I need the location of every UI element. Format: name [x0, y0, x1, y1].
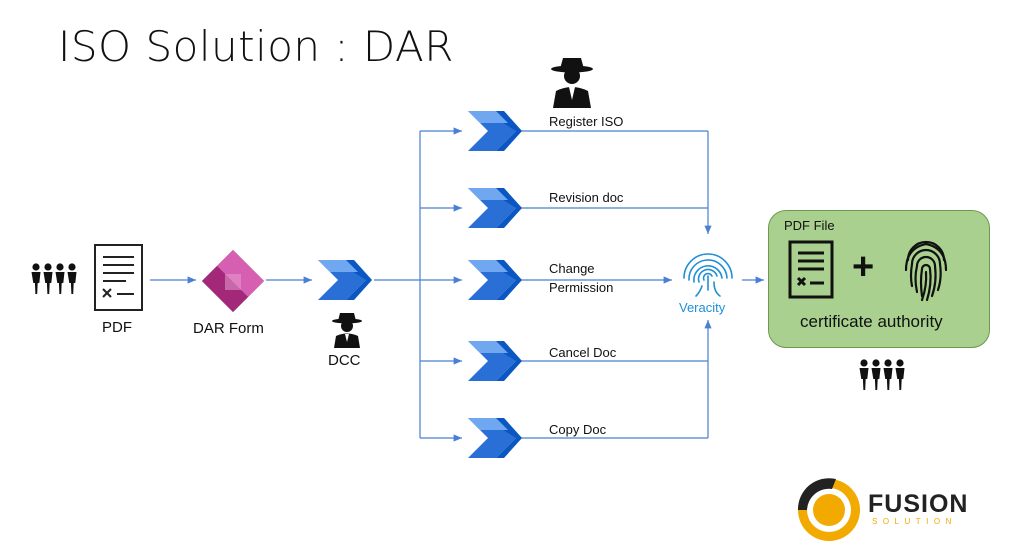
veracity-fingerprint-icon	[683, 253, 733, 297]
pdf-label: PDF	[102, 319, 132, 336]
spy-agent-icon	[551, 58, 593, 108]
plus-sign: +	[852, 246, 875, 288]
document-icon	[94, 244, 143, 311]
pdf-file-label: PDF File	[784, 218, 835, 233]
flow-icon-copy-doc[interactable]	[466, 416, 524, 460]
dar-form-label: DAR Form	[193, 320, 264, 337]
spy-agent-icon	[332, 313, 362, 348]
fusion-logo-icon	[797, 478, 860, 541]
brand-subtitle: SOLUTION	[872, 517, 957, 526]
flow-label-copy-doc: Copy Doc	[549, 422, 607, 437]
certificate-document-icon	[788, 240, 834, 299]
flow-label-revision-doc: Revision doc	[549, 190, 624, 205]
flow-icon-register-iso[interactable]	[466, 109, 524, 153]
user-group-icon	[31, 263, 77, 294]
power-automate-icon[interactable]	[316, 258, 374, 302]
user-group-icon	[859, 359, 905, 390]
fingerprint-icon	[904, 240, 948, 302]
veracity-label: Veracity	[679, 300, 726, 315]
flow-icon-change-permission[interactable]	[466, 258, 524, 302]
certificate-authority-label: certificate authority	[800, 312, 943, 331]
page-title: ISO Solution : DAR	[58, 22, 454, 71]
power-apps-icon[interactable]	[200, 248, 266, 314]
flow-label-register-iso: Register ISO	[549, 114, 624, 129]
flow-label-change-permission: Change Permission	[549, 261, 614, 295]
flow-icon-cancel-doc[interactable]	[466, 339, 524, 383]
flow-label-cancel-doc: Cancel Doc	[549, 345, 617, 360]
flow-icon-revision-doc[interactable]	[466, 186, 524, 230]
dcc-label: DCC	[328, 352, 361, 369]
brand-name: FUSION	[868, 490, 969, 518]
